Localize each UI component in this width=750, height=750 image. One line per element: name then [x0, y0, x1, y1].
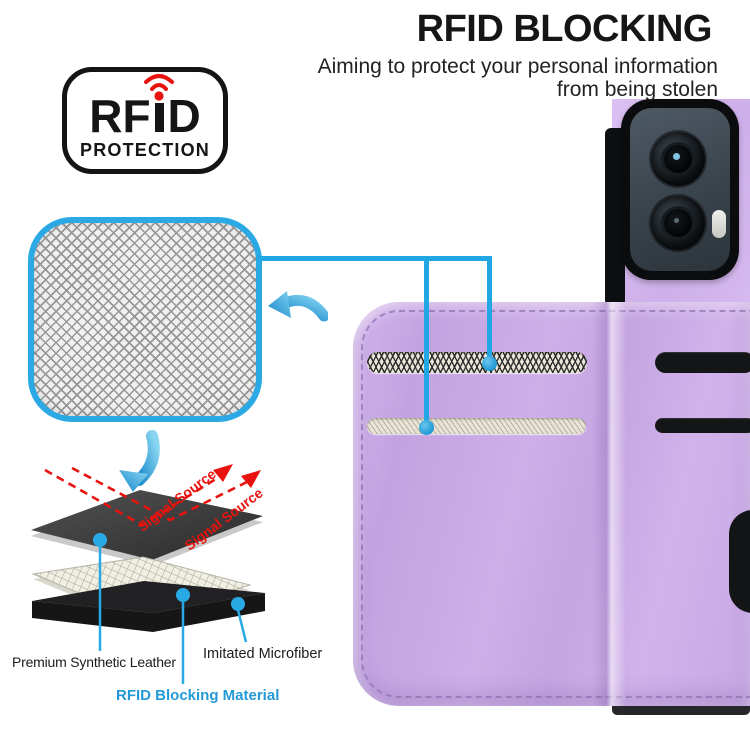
layers-diagram [31, 430, 265, 684]
layer-bottom-face [32, 581, 265, 613]
case-fold-crease [592, 302, 626, 706]
card-slot-mesh-1 [367, 352, 587, 373]
stitch-seam [361, 310, 750, 698]
camera-lens-bottom-glint [674, 218, 679, 223]
rfid-protection-badge: RF D PROTECTION [62, 67, 228, 174]
page-title: RFID BLOCKING [416, 8, 713, 50]
layer-label-rfid-blocking-material: RFID Blocking Material [116, 687, 280, 704]
rfid-word-prefix: RF [89, 90, 151, 142]
layer-label-premium-synthetic-leather: Premium Synthetic Leather [12, 654, 176, 670]
callout-dot-middle-layer [176, 588, 190, 602]
camera-lens-bottom [651, 196, 705, 250]
badge-caption: PROTECTION [79, 140, 210, 160]
card-slot-black-1 [655, 352, 750, 373]
rfid-wordmark: RF D [89, 74, 201, 142]
card-slot-mesh-2 [367, 418, 586, 434]
signal-arrows [44, 466, 256, 527]
callout-leaders [98, 546, 248, 684]
signal-arrowhead-1 [213, 464, 233, 482]
layer-label-imitated-microfiber: Imitated Microfiber [203, 646, 323, 662]
callout-dot-top-layer [93, 533, 107, 547]
camera-lens-top-glint [673, 153, 680, 160]
wifi-signal-icon [143, 74, 174, 101]
layer-top-face [31, 490, 263, 560]
rfid-i-stem [154, 103, 164, 132]
callout-dot-slot-1 [482, 356, 497, 371]
header-block: RFID BLOCKING Aiming to protect your per… [318, 8, 718, 101]
subtitle-line-2: from being stolen [556, 78, 718, 101]
curved-arrow-down-icon [119, 430, 160, 492]
curved-arrow-left-icon [268, 291, 328, 322]
camera-flash [712, 210, 726, 238]
rfid-letter-i [143, 74, 174, 139]
callout-dot-bottom-layer [231, 597, 245, 611]
callout-dot-slot-2 [419, 420, 434, 435]
layer-bottom-side [32, 593, 265, 632]
subtitle-line-1: Aiming to protect your personal informat… [317, 55, 718, 78]
connector-line-vertical-1 [424, 256, 429, 428]
camera-lens-bottom-pupil [664, 209, 692, 237]
phone-side-edge [605, 128, 625, 306]
card-slot-black-2 [655, 418, 750, 433]
mesh-material-swatch [28, 217, 262, 422]
case-corner-cutout [729, 510, 750, 613]
connector-line-vertical-2 [487, 256, 492, 365]
camera-lens-top [651, 132, 705, 186]
rfid-word-suffix: D [167, 90, 201, 142]
signal-arrowhead-2 [241, 470, 261, 488]
connector-line-horizontal [256, 256, 492, 261]
